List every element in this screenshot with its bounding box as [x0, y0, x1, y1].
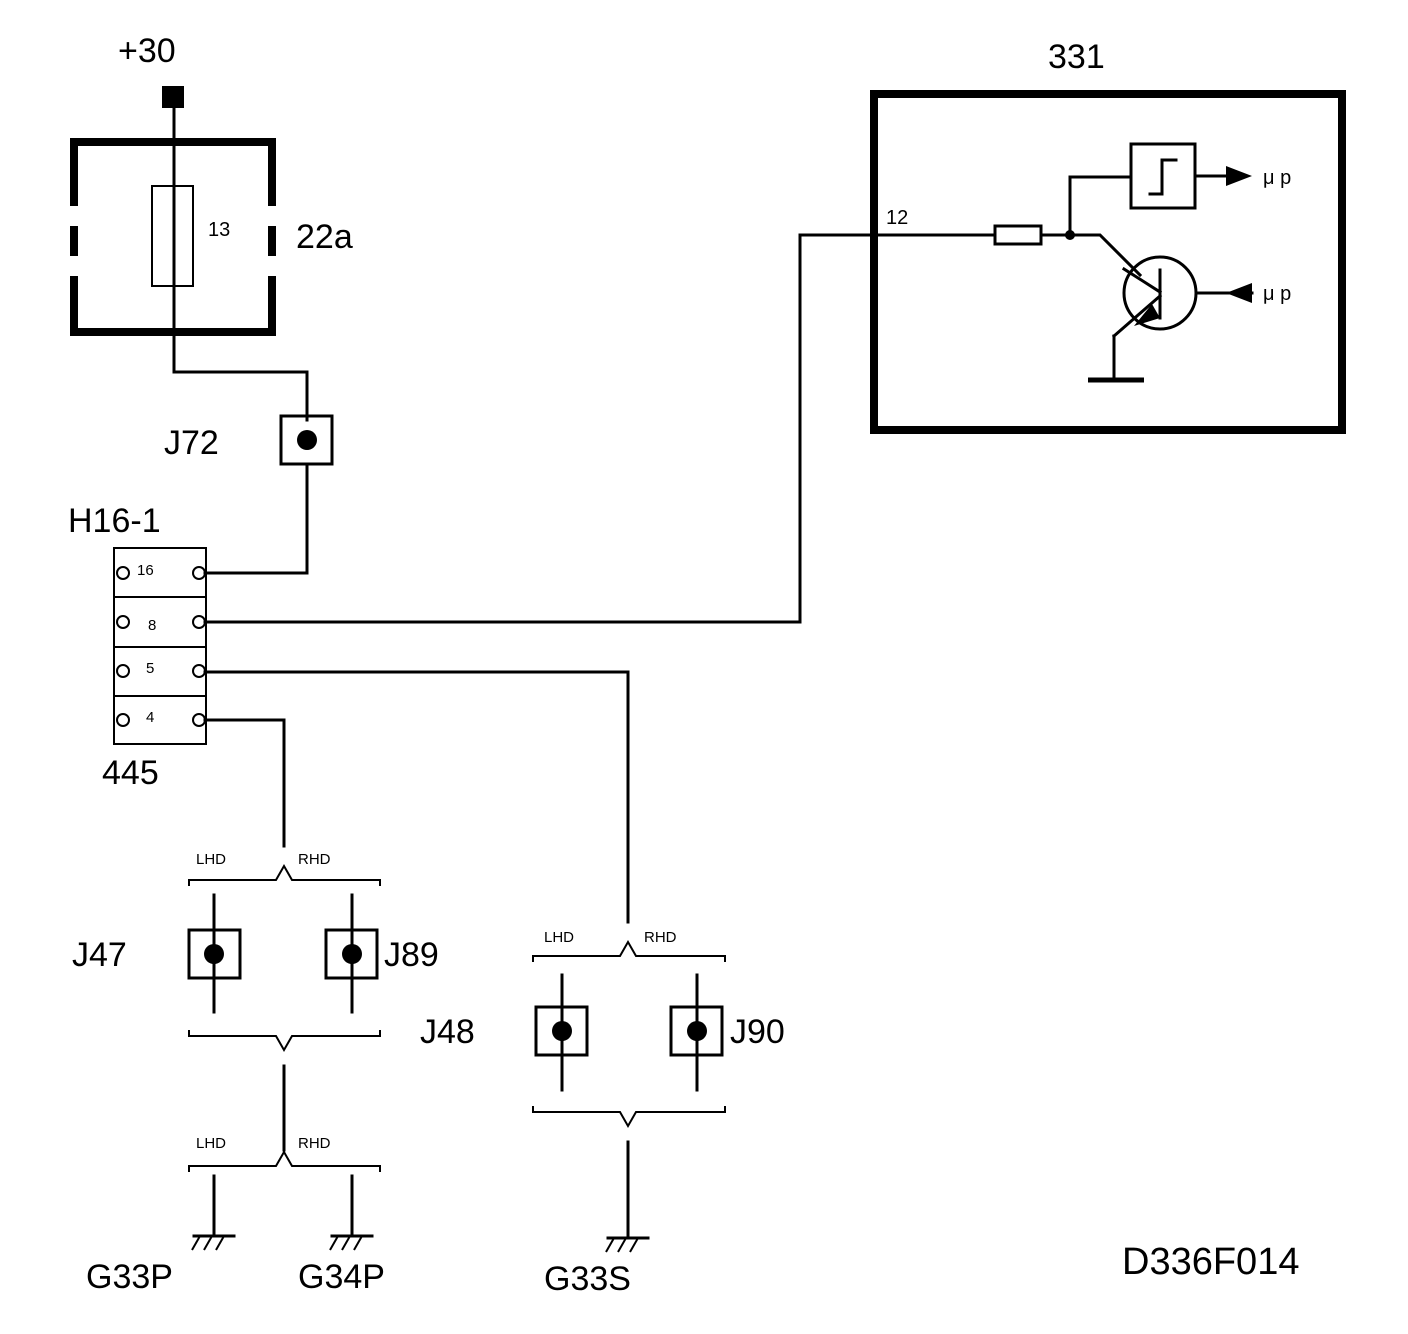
ground-g33s-label: G33S [544, 1260, 631, 1298]
junction-j48: J48 [420, 973, 589, 1092]
right-brace-top-rhd: RHD [644, 929, 677, 946]
wire-pin8-module [203, 233, 997, 624]
module-pin-label: 12 [886, 207, 908, 229]
wire-pin4-left-group [203, 718, 286, 848]
module-331: 331 12 μ p μ p [870, 38, 1346, 434]
pin-16-label: 16 [137, 562, 154, 579]
left-brace-bottom-rhd: RHD [298, 1135, 331, 1152]
wire-j72-pin16 [203, 462, 309, 575]
left-brace-bottom-lhd: LHD [196, 1135, 226, 1152]
ground-g33p-label: G33P [86, 1258, 173, 1296]
ground-g34p: G34P [298, 1174, 385, 1296]
fuse-box: 13 22a [70, 138, 353, 336]
right-brace-top-lhd: LHD [544, 929, 574, 946]
left-brace-bottom: LHD RHD [188, 1135, 381, 1172]
junction-j90-label: J90 [730, 1013, 785, 1051]
junction-j72-label: J72 [164, 424, 219, 462]
connector-top-label: H16-1 [68, 502, 161, 540]
supply-label: +30 [118, 32, 176, 70]
wire-supply-j72 [172, 106, 309, 422]
resistor [993, 224, 1043, 246]
connector-h16-1: 16 8 5 4 H16-1 445 [68, 502, 207, 792]
junction-j48-label: J48 [420, 1013, 475, 1051]
left-brace-top-lhd: LHD [196, 851, 226, 868]
connector-bottom-label: 445 [102, 754, 159, 792]
pin-8-label: 8 [148, 617, 156, 634]
junction-j89-label: J89 [384, 936, 439, 974]
left-brace-top-rhd: RHD [298, 851, 331, 868]
junction-j72: J72 [164, 414, 334, 466]
junction-j90: J90 [669, 973, 785, 1092]
supply-terminal: +30 [118, 32, 184, 108]
input-arrow-icon [1226, 283, 1252, 303]
ground-g33p: G33P [86, 1174, 236, 1296]
right-brace-top: LHD RHD [532, 929, 726, 962]
ground-g33s: G33S [544, 1140, 650, 1298]
junction-j47: J47 [72, 893, 242, 1014]
junction-j47-label: J47 [72, 936, 127, 974]
output-arrow-icon [1226, 166, 1252, 186]
left-brace-middle [188, 1030, 381, 1053]
pin-5-label: 5 [146, 660, 154, 677]
drawing-id: D336F014 [1122, 1241, 1299, 1283]
wire-pin5-right-group [203, 670, 630, 924]
junction-j89: J89 [324, 893, 439, 1014]
ground-g34p-label: G34P [298, 1258, 385, 1296]
output-lower-label: μ p [1263, 283, 1291, 305]
pin-4-label: 4 [146, 709, 154, 726]
right-brace-bottom [532, 1106, 726, 1129]
output-upper-label: μ p [1263, 167, 1291, 189]
fuse-number: 13 [208, 219, 230, 241]
left-brace-top: LHD RHD [188, 851, 381, 886]
module-label: 331 [1048, 38, 1105, 76]
fuse-box-label: 22a [296, 218, 353, 256]
